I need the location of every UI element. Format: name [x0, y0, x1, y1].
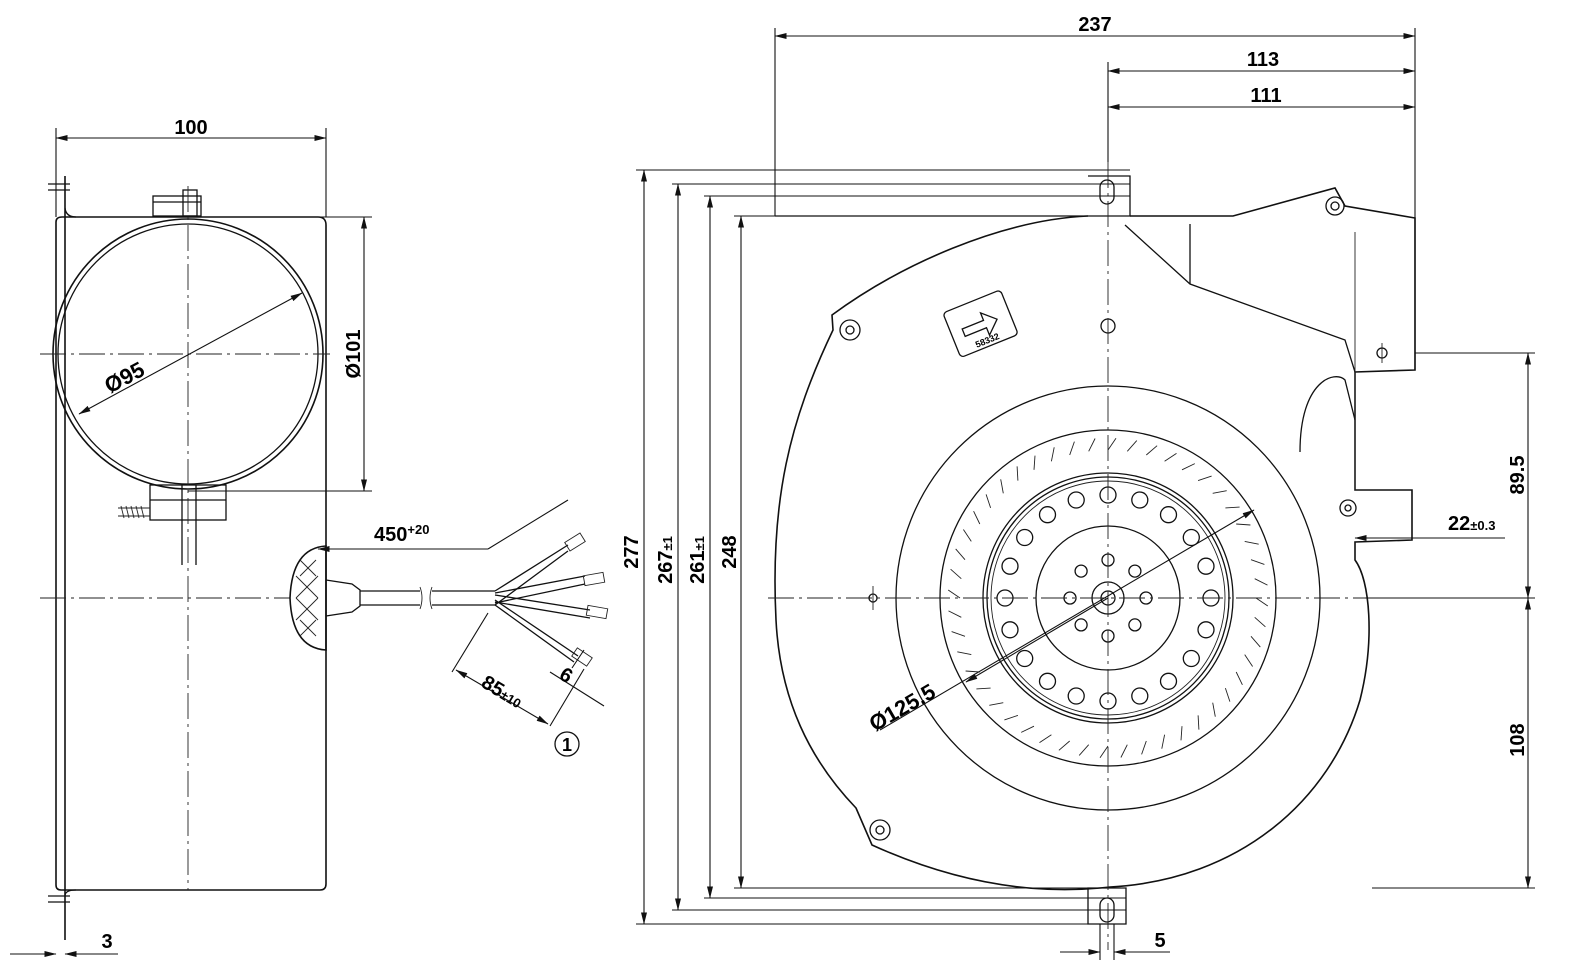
cable-gland: [289, 545, 327, 651]
impeller-blade: [1250, 636, 1261, 648]
impeller-blade: [1180, 726, 1183, 741]
impeller-blade: [1069, 441, 1075, 456]
impeller-blade: [1254, 616, 1266, 628]
rivet: [1131, 491, 1149, 509]
impeller-blades: [947, 437, 1269, 759]
impeller-blade: [1250, 559, 1265, 565]
impeller-blade: [1146, 445, 1158, 456]
impeller-blade: [1126, 440, 1138, 452]
impeller-blade: [1039, 734, 1052, 743]
impeller-blade: [950, 568, 962, 580]
screw-icon: [118, 505, 150, 519]
impeller-blade: [1181, 463, 1195, 471]
impeller-blade: [1033, 455, 1036, 470]
impeller-blade: [963, 529, 972, 542]
rivet: [1131, 687, 1149, 705]
hub-hole: [1128, 618, 1142, 632]
impeller-blade: [1078, 744, 1090, 756]
rivet: [1016, 649, 1034, 668]
impeller-blade: [1255, 597, 1269, 607]
side-view: 100 Ø95 Ø101 450+20 85±10 6 1 3: [10, 117, 609, 957]
impeller-blade: [965, 670, 980, 673]
dim-flange-thickness: 3: [101, 931, 112, 953]
rivet: [1038, 672, 1057, 690]
dim-side-width: 100: [174, 117, 207, 139]
impeller-blade: [1161, 734, 1166, 749]
impeller-blade: [1235, 671, 1243, 685]
dim-impeller-dia: Ø125.5: [865, 679, 940, 737]
hub-hole: [1074, 564, 1088, 578]
impeller-blade: [1212, 702, 1216, 717]
rivet: [1067, 687, 1085, 705]
dim-height-277: 277: [621, 535, 643, 568]
dim-cable-length: 450+20: [374, 522, 429, 546]
dim-slot-width: 5: [1154, 930, 1165, 952]
rivet: [1159, 506, 1178, 524]
dim-outer-dia: Ø101: [343, 330, 365, 379]
rivet: [1159, 672, 1178, 690]
impeller-blade: [1164, 453, 1177, 462]
impeller-blade: [1050, 447, 1055, 462]
dim-height-261: 261±1: [687, 536, 709, 584]
hub-hole: [1128, 564, 1142, 578]
impeller-blade: [1021, 725, 1035, 733]
dim-bore-dia: Ø95: [100, 357, 148, 399]
impeller-blade: [989, 702, 1004, 706]
impeller-blade: [957, 651, 972, 656]
dim-width-113: 113: [1247, 49, 1279, 71]
impeller-blade: [1254, 578, 1268, 586]
rivet: [1016, 528, 1034, 547]
rivet: [1067, 491, 1085, 509]
impeller-blade: [976, 687, 991, 690]
rivet: [1197, 557, 1215, 575]
impeller-blade: [1120, 744, 1128, 758]
callout-number: 1: [562, 735, 572, 755]
rivet: [1001, 621, 1019, 639]
hub-hole: [1074, 618, 1088, 632]
impeller-blade: [1004, 714, 1019, 721]
impeller-blade: [1088, 438, 1096, 452]
dim-width-111: 111: [1250, 85, 1281, 107]
impeller-blade: [1099, 745, 1109, 759]
dim-end-strip: 6: [555, 663, 576, 688]
dim-height-267: 267±1: [655, 536, 677, 584]
dim-center-to-base: 108: [1507, 723, 1529, 756]
impeller-blade: [1197, 475, 1212, 482]
dim-outlet-depth: 22±0.3: [1448, 513, 1495, 535]
impeller-blade: [1212, 490, 1227, 494]
impeller-blade: [1058, 740, 1070, 751]
rivet: [1001, 557, 1019, 575]
impeller-blade: [1236, 523, 1251, 526]
rivet: [1182, 649, 1200, 668]
impeller-blade: [1107, 437, 1117, 451]
impeller-blade: [1000, 479, 1004, 494]
rivet: [1197, 621, 1215, 639]
impeller-blade: [1244, 654, 1253, 667]
dim-outlet-offset: 89.5: [1507, 456, 1529, 495]
impeller-blade: [1225, 506, 1240, 509]
impeller-blade: [1224, 687, 1231, 702]
impeller-blade: [948, 610, 962, 618]
dim-total-width: 237: [1078, 14, 1111, 36]
impeller-blade: [1244, 540, 1259, 545]
impeller-blade: [955, 548, 966, 560]
front-view: 58332 237 113 111 277: [621, 14, 1535, 960]
dim-height-248: 248: [719, 535, 741, 568]
impeller-blade: [951, 631, 966, 637]
impeller-blade: [1016, 466, 1019, 481]
scroll-housing: [774, 187, 1416, 891]
impeller-blade: [1141, 740, 1147, 755]
impeller-blade: [985, 494, 992, 509]
label-plate: 58332: [943, 290, 1018, 358]
rivet: [1038, 506, 1057, 524]
impeller-blade: [1197, 715, 1200, 730]
callout-circle: [554, 731, 580, 757]
impeller-blade: [973, 511, 981, 525]
impeller-blade: [947, 589, 961, 599]
rivet: [1182, 528, 1200, 547]
